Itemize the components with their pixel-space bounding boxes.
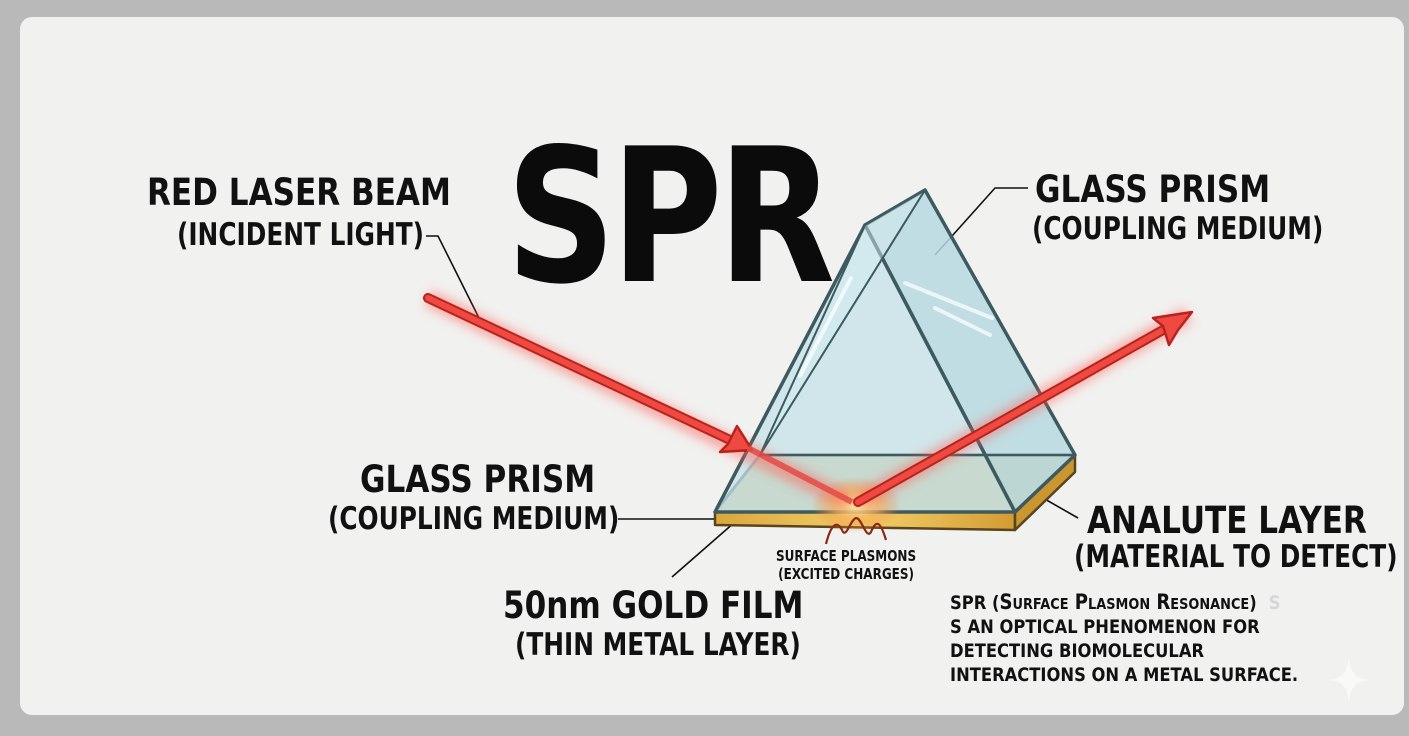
incident-laser-beam (423, 289, 854, 511)
label-laser-title: RED LASER BEAM (147, 171, 451, 214)
label-prism-left-subtitle: (COUPLING MEDIUM) (328, 501, 620, 537)
leader-gold-film (671, 521, 736, 578)
label-plasmons: SURFACE PLASMONS (EXCITED CHARGES) (776, 547, 916, 583)
sparkle-icon (1330, 657, 1368, 703)
label-laser-subtitle: (INCIDENT LIGHT) (177, 217, 424, 253)
reflected-laser-beam (853, 307, 1194, 510)
label-analyte-subtitle: (MATERIAL TO DETECT) (1074, 539, 1398, 575)
label-gold-film-subtitle: (THIN METAL LAYER) (515, 627, 801, 663)
label-plasmons-subtitle: (EXCITED CHARGES) (778, 565, 914, 583)
leader-lines (426, 187, 1079, 578)
label-gold-film-title: 50nm GOLD FILM (503, 584, 804, 627)
label-prism-left-title: GLASS PRISM (360, 458, 596, 501)
heading-small-caps: Surface Plasmon Resonance (999, 590, 1250, 614)
leader-laser (426, 235, 481, 321)
glass-prism (713, 188, 1077, 514)
heading-prefix: SPR ( (950, 592, 1000, 614)
leader-prism-top (934, 187, 1028, 256)
diagram-card (20, 17, 1404, 715)
label-plasmons-title: SURFACE PLASMONS (776, 547, 917, 565)
description-body: S AN OPTICAL PHENOMENON FOR DETECTING BI… (950, 616, 1299, 686)
description-heading: SPR (Surface Plasmon Resonance) S (950, 590, 1328, 615)
description-block: SPR (Surface Plasmon Resonance) S S AN OP… (950, 590, 1328, 687)
ghost-letter: S (1268, 592, 1281, 614)
leader-analyte (1042, 497, 1079, 519)
label-analyte-title: ANALUTE LAYER (1087, 499, 1367, 542)
label-prism-top-subtitle: (COUPLING MEDIUM) (1032, 211, 1324, 247)
label-prism-top-title: GLASS PRISM (1035, 168, 1271, 211)
plasmon-wave-icon (824, 516, 888, 545)
heading-suffix: ) (1249, 592, 1257, 614)
page-title: SPR (506, 108, 835, 325)
